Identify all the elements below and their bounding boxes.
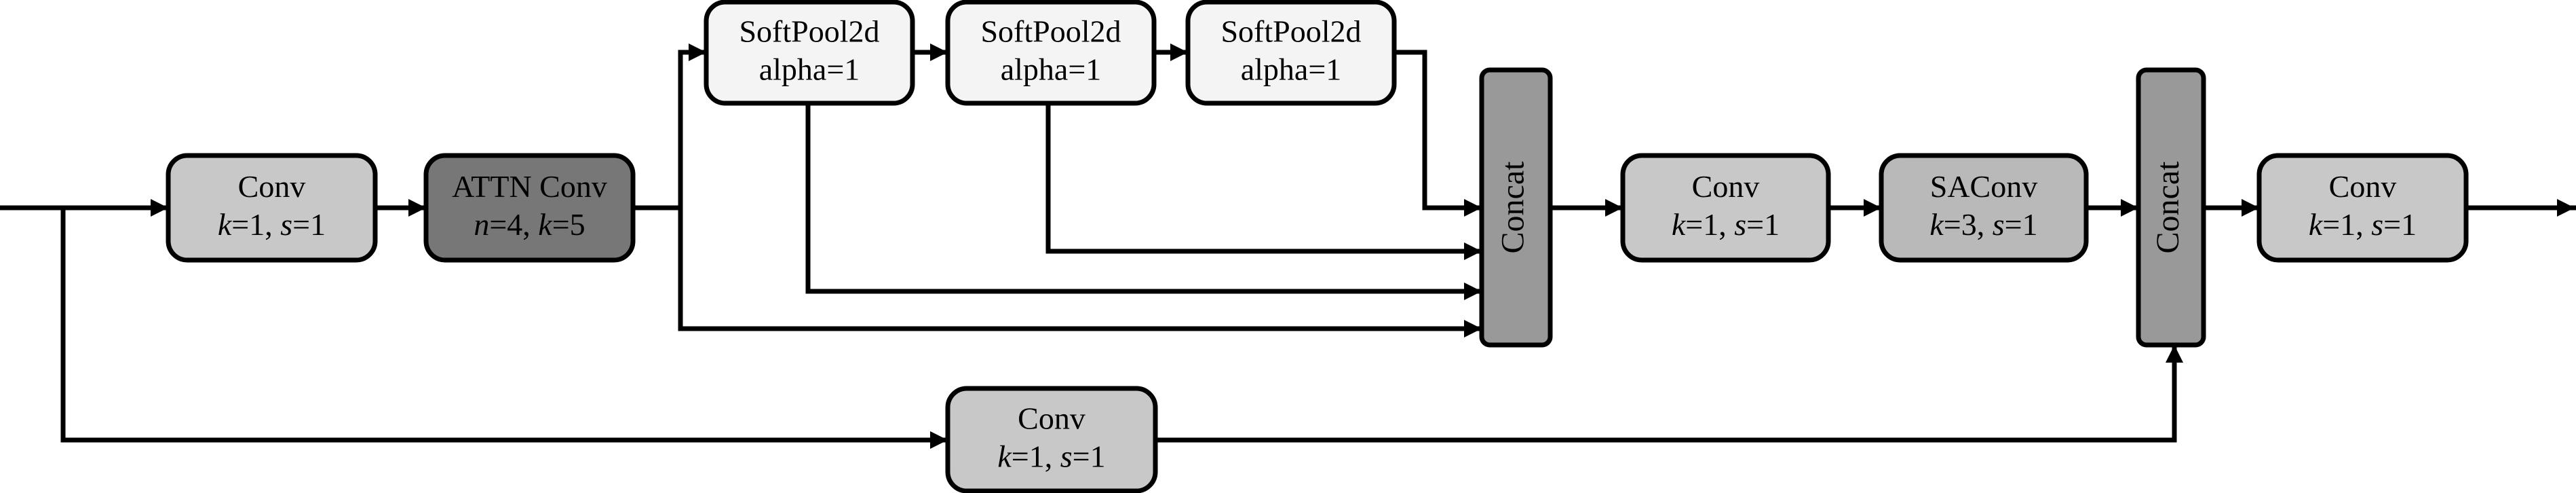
block-shape: [1879, 153, 2089, 263]
block-shape: [2256, 153, 2469, 263]
edge-softpool1-to-concat1: [805, 101, 1484, 294]
block-title: Concat: [1495, 161, 1531, 254]
block-params: k=1, s=1: [997, 439, 1105, 474]
edge-softpool3-to-concat1-arrowhead-icon: [1464, 199, 1482, 217]
block-shape: [423, 153, 636, 263]
block-params: k=1, s=1: [1672, 207, 1780, 242]
edge-softpool2-to-concat1-arrowhead-icon: [1464, 242, 1482, 260]
block-shape: [1185, 0, 1397, 106]
edge-attn-to-concat1: [678, 205, 1484, 331]
block-title: SoftPool2d: [1220, 14, 1361, 49]
block-title: Conv: [2329, 169, 2397, 204]
block-concat1: Concat: [1479, 67, 1553, 348]
block-title: Concat: [2150, 161, 2186, 254]
edge-skip-conv-to-concat2: [1153, 342, 2177, 443]
edge-conv-to-saconv-arrowhead-icon: [1864, 199, 1881, 217]
edge-softpool3-to-concat1: [1391, 50, 1484, 211]
edge-conv-to-output-arrowhead-icon: [2557, 199, 2575, 217]
block-params: k=1, s=1: [218, 207, 326, 242]
block-title: Conv: [1692, 169, 1760, 204]
block-title: ATTN Conv: [452, 169, 607, 204]
edge-input-to-skip-conv: [60, 205, 950, 443]
block-shape: [945, 0, 1157, 106]
edge-softpool2-to-softpool3-arrowhead-icon: [1170, 43, 1188, 61]
block-params: k=1, s=1: [2309, 207, 2417, 242]
edge-softpool2-to-concat1: [1045, 101, 1484, 254]
block-concat2: Concat: [2136, 67, 2206, 348]
block-params: alpha=1: [759, 52, 860, 87]
edge-saconv-to-concat2-arrowhead-icon: [2121, 199, 2138, 217]
block-title: Conv: [1018, 401, 1085, 436]
block-shape: [1620, 153, 1831, 263]
block-title: SAConv: [1930, 169, 2037, 204]
edge-input-to-skip-conv-arrowhead-icon: [930, 431, 948, 449]
edge-attn-to-softpool1: [630, 50, 709, 211]
block-shape: [945, 386, 1158, 493]
block-title: SoftPool2d: [980, 14, 1121, 49]
edge-attn-to-concat1-arrowhead-icon: [1464, 320, 1482, 337]
edge-softpool1-to-concat1-arrowhead-icon: [1464, 282, 1482, 300]
block-params: alpha=1: [1241, 52, 1342, 87]
block-params: k=3, s=1: [1929, 207, 2037, 242]
edge-concat2-to-conv-arrowhead-icon: [2242, 199, 2259, 217]
edge-concat1-to-conv-arrowhead-icon: [1605, 199, 1623, 217]
edge-input-to-conv-arrowhead-icon: [151, 199, 168, 217]
block-title: Conv: [238, 169, 306, 204]
edge-conv-to-attn-arrowhead-icon: [408, 199, 426, 217]
block-shape: [704, 0, 915, 106]
edge-attn-to-softpool1-arrowhead-icon: [689, 43, 706, 61]
block-title: SoftPool2d: [739, 14, 879, 49]
edges: [0, 43, 2576, 449]
block-shape: [166, 153, 378, 263]
edge-skip-conv-to-concat2-arrowhead-icon: [2166, 345, 2183, 363]
block-shape: [2136, 67, 2206, 348]
block-params: n=4, k=5: [474, 207, 585, 242]
block-shape: [1479, 67, 1553, 348]
edge-softpool1-to-softpool2-arrowhead-icon: [930, 43, 948, 61]
block-params: alpha=1: [1001, 52, 1102, 87]
